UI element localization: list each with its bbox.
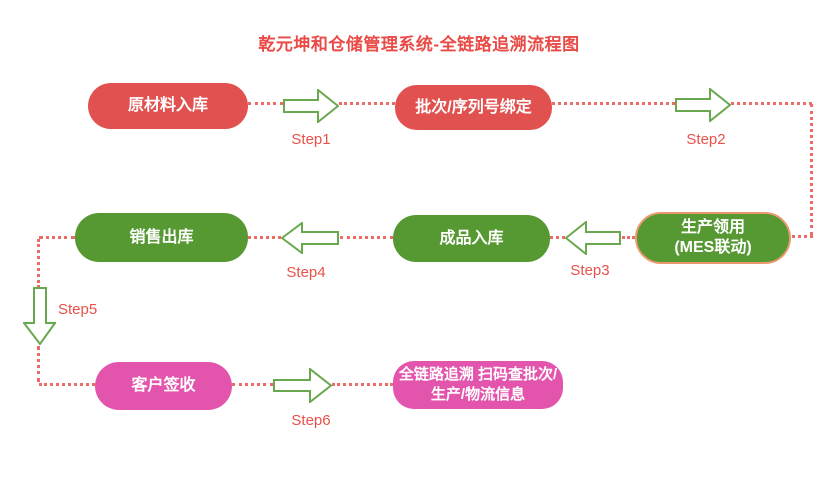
dotted-connector bbox=[339, 102, 395, 105]
flowchart-title: 乾元坤和仓储管理系统-全链路追溯流程图 bbox=[258, 35, 580, 54]
dotted-connector bbox=[622, 236, 635, 239]
node-label: 原材料入库 bbox=[127, 97, 208, 114]
dotted-connector bbox=[39, 236, 75, 239]
dotted-connector bbox=[552, 102, 675, 105]
dotted-connector-vertical-left bbox=[37, 239, 40, 288]
dotted-connector bbox=[39, 383, 95, 386]
node-customer-signoff: 客户签收 bbox=[95, 362, 232, 410]
node-batch-serial-binding: 批次/序列号绑定 bbox=[395, 85, 552, 130]
step1-label: Step1 bbox=[291, 131, 331, 148]
node-full-chain-trace: 全链路追溯 扫码查批次/生产/物流信息 bbox=[393, 361, 563, 409]
node-label-line2: (MES联动) bbox=[674, 239, 752, 256]
node-label: 销售出库 bbox=[129, 228, 194, 246]
step4-label: Step4 bbox=[286, 264, 326, 281]
step2-arrow-right-icon bbox=[675, 88, 731, 122]
node-production-picking-mes: 生产领用 (MES联动) bbox=[635, 212, 791, 264]
dotted-connector bbox=[340, 236, 393, 239]
node-label: 全链路追溯 扫码查批次/生产/物流信息 bbox=[398, 366, 558, 403]
dotted-connector-vertical-right bbox=[810, 104, 813, 235]
node-finished-goods-inbound: 成品入库 bbox=[393, 215, 550, 262]
step6-arrow-right-icon bbox=[273, 368, 332, 403]
dotted-connector-vertical-left bbox=[37, 346, 40, 382]
node-sales-outbound: 销售出库 bbox=[75, 213, 248, 262]
dotted-connector bbox=[550, 236, 565, 239]
node-label: 成品入库 bbox=[439, 229, 504, 247]
step5-label: Step5 bbox=[58, 301, 98, 318]
dotted-connector bbox=[731, 102, 812, 105]
step2-label: Step2 bbox=[686, 131, 726, 148]
step5-arrow-down-icon bbox=[23, 287, 56, 345]
dotted-connector bbox=[232, 383, 273, 386]
step3-label: Step3 bbox=[570, 262, 610, 279]
step4-arrow-left-icon bbox=[281, 222, 339, 254]
dotted-connector bbox=[248, 236, 281, 239]
node-label: 客户签收 bbox=[131, 377, 196, 394]
node-label: 批次/序列号绑定 bbox=[415, 98, 532, 116]
dotted-connector bbox=[792, 235, 813, 238]
dotted-connector bbox=[332, 383, 393, 386]
step1-arrow-right-icon bbox=[283, 89, 339, 123]
step6-label: Step6 bbox=[291, 412, 331, 429]
step3-arrow-left-icon bbox=[565, 221, 621, 255]
dotted-connector bbox=[248, 102, 283, 105]
node-raw-material-inbound: 原材料入库 bbox=[88, 83, 248, 129]
node-label-line1: 生产领用 bbox=[680, 219, 745, 236]
